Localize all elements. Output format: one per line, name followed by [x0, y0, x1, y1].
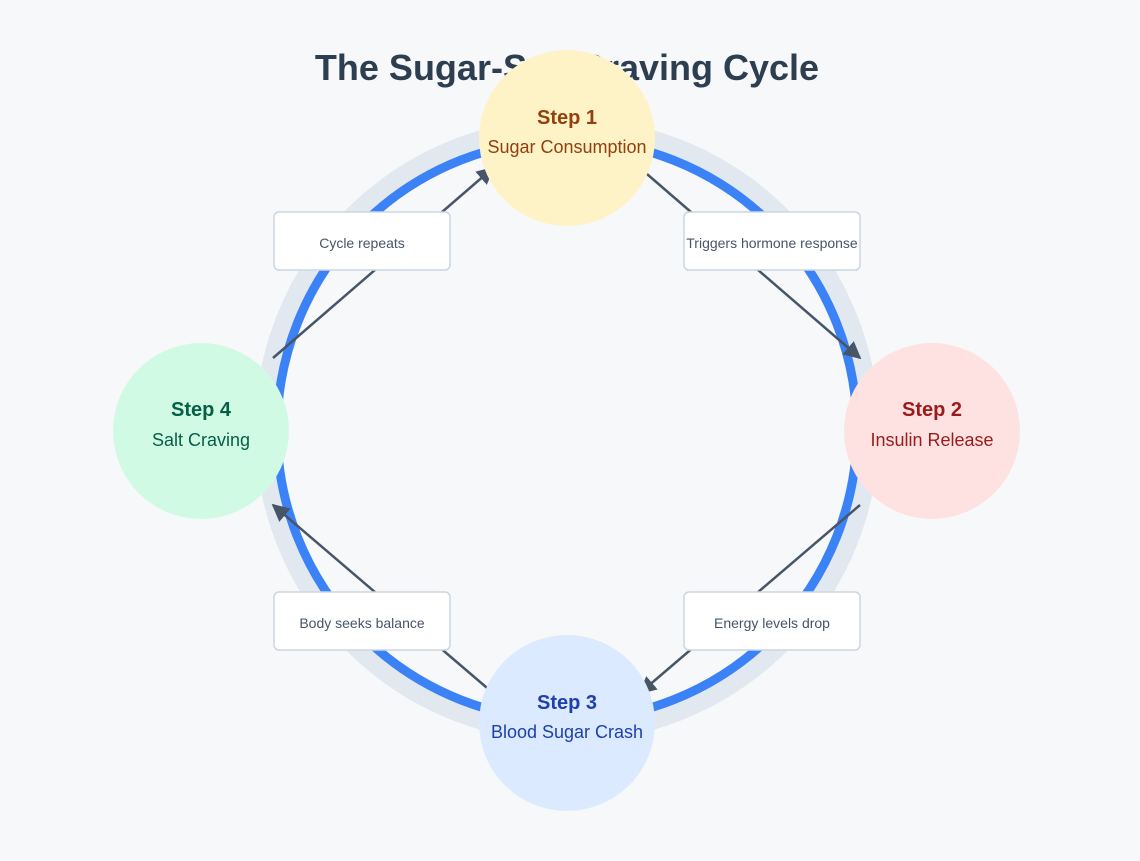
connector-label-box	[273, 591, 451, 651]
step-node-2: Step 2 Insulin Release	[844, 343, 1020, 519]
step-number: Step 1	[537, 107, 597, 129]
step-circle	[479, 50, 655, 226]
connector-label-3: Body seeks balance	[273, 591, 451, 651]
step-node-3: Step 3 Blood Sugar Crash	[479, 635, 655, 811]
step-circle	[479, 635, 655, 811]
step-circle	[844, 343, 1020, 519]
step-label: Insulin Release	[870, 430, 993, 450]
connector-label-box	[273, 211, 451, 271]
connector-label-text: Energy levels drop	[714, 615, 830, 631]
connector-label-box	[683, 211, 861, 271]
step-label: Salt Craving	[152, 430, 250, 450]
connector-label-box	[683, 591, 861, 651]
connector-label-2: Energy levels drop	[683, 591, 861, 651]
connector-label-4: Cycle repeats	[273, 211, 451, 271]
step-number: Step 2	[902, 399, 962, 421]
step-number: Step 3	[537, 692, 597, 714]
step-label: Sugar Consumption	[487, 137, 646, 157]
step-node-4: Step 4 Salt Craving	[113, 343, 289, 519]
step-node-1: Step 1 Sugar Consumption	[479, 50, 655, 226]
connector-label-1: Triggers hormone response	[683, 211, 861, 271]
connector-label-text: Body seeks balance	[299, 615, 425, 631]
step-circle	[113, 343, 289, 519]
step-label: Blood Sugar Crash	[491, 722, 643, 742]
connector-label-text: Triggers hormone response	[686, 235, 858, 251]
step-number: Step 4	[171, 399, 232, 421]
connector-label-text: Cycle repeats	[319, 235, 405, 251]
